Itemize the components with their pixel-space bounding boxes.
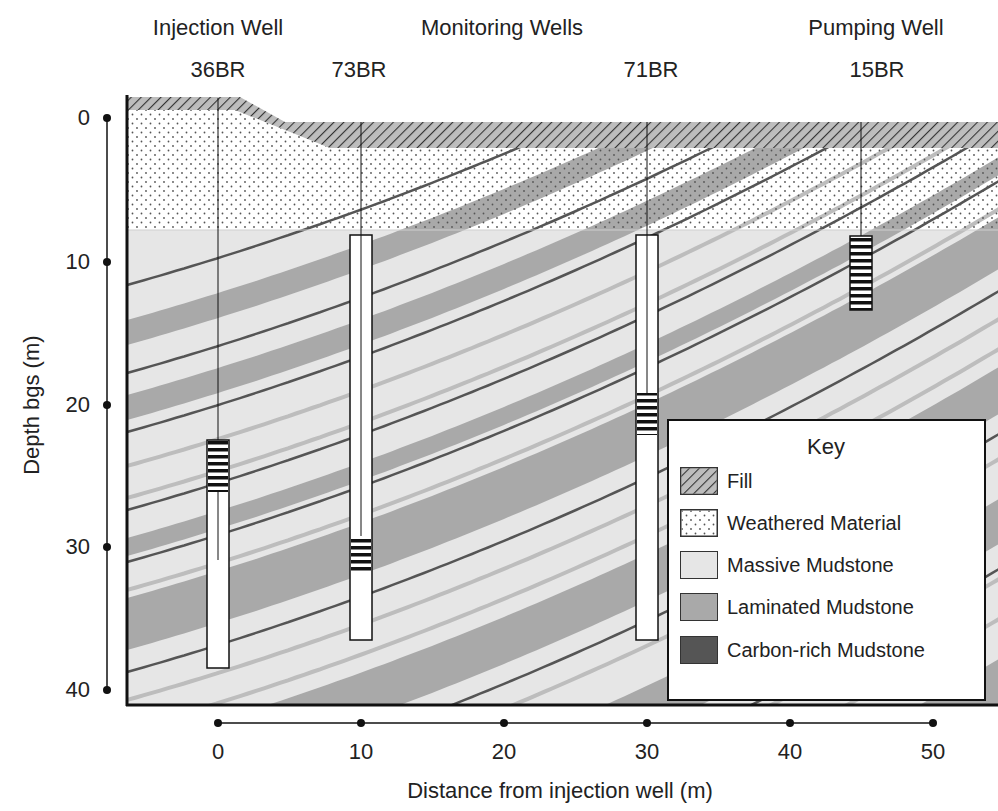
axis-title: Depth bgs (m)	[20, 335, 44, 474]
well-heading: Injection Well	[153, 16, 283, 40]
well-id: 73BR	[331, 58, 386, 82]
tick-label: 50	[921, 740, 945, 764]
well-id: 15BR	[849, 58, 904, 82]
legend-label: Laminated Mudstone	[727, 596, 914, 618]
legend-swatch	[680, 467, 718, 495]
tick-label: 40	[778, 740, 802, 764]
tick-label: 20	[492, 740, 516, 764]
tick-label: 20	[66, 393, 90, 417]
well-heading: Monitoring Wells	[421, 16, 583, 40]
legend-swatch	[680, 593, 718, 621]
tick-label: 30	[66, 535, 90, 559]
tick-label: 10	[349, 740, 373, 764]
legend-title: Key	[807, 435, 845, 459]
tick-label: 30	[635, 740, 659, 764]
legend-swatch	[680, 551, 718, 579]
tick-label: 10	[66, 250, 90, 274]
tick-label: 40	[66, 678, 90, 702]
legend-label: Fill	[727, 470, 753, 492]
tick-label: 0	[78, 106, 90, 130]
well-id: 36BR	[190, 58, 245, 82]
well-id: 71BR	[623, 58, 678, 82]
legend-swatch	[680, 509, 718, 537]
legend-label: Carbon-rich Mudstone	[727, 639, 925, 661]
legend-label: Massive Mudstone	[727, 554, 894, 576]
well-heading: Pumping Well	[808, 16, 943, 40]
tick-label: 0	[212, 740, 224, 764]
legend-swatch	[680, 636, 718, 664]
axis-title: Distance from injection well (m)	[407, 779, 713, 803]
legend-label: Weathered Material	[727, 512, 901, 534]
